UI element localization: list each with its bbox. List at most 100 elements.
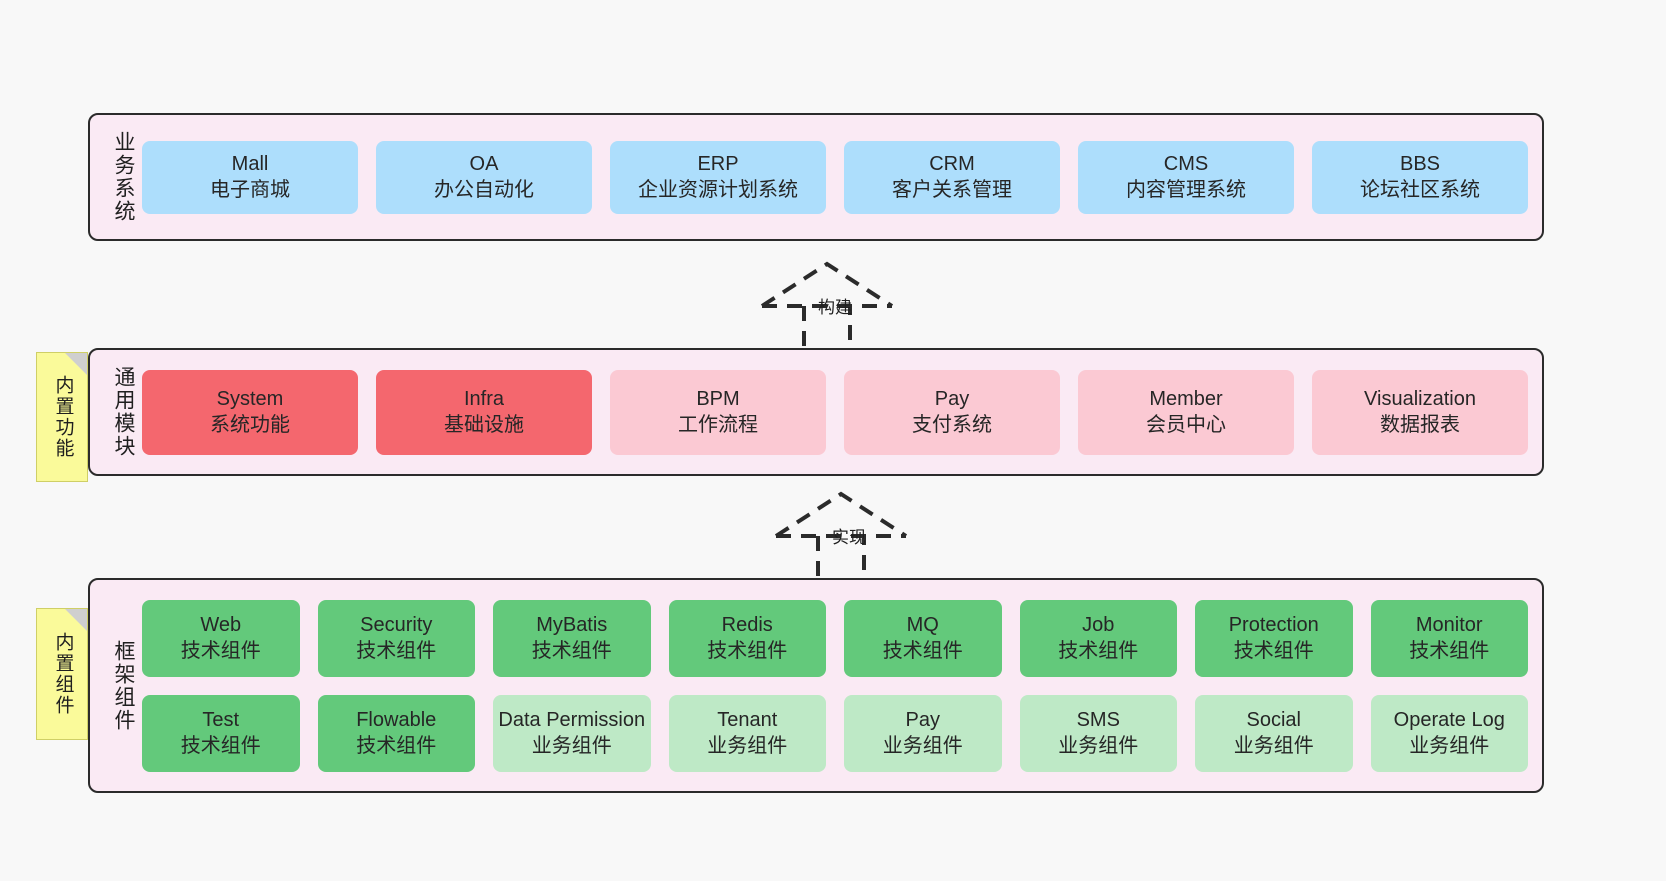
card-bbs[interactable]: BBS 论坛社区系统 — [1312, 140, 1528, 214]
card-job[interactable]: Job 技术组件 — [1019, 599, 1177, 677]
card-crm-name: CRM — [929, 152, 975, 175]
card-cms-desc: 内容管理系统 — [1126, 179, 1246, 201]
card-crm[interactable]: CRM 客户关系管理 — [844, 140, 1060, 214]
card-bpm-desc: 工作流程 — [678, 414, 758, 436]
business-cards-wrap: Mall 电子商城 OA 办公自动化 ERP 企业资源计划系统 CRM 客户关系… — [138, 115, 1542, 239]
card-mall[interactable]: Mall 电子商城 — [142, 140, 358, 214]
card-pay-component[interactable]: Pay 业务组件 — [844, 694, 1002, 772]
card-job-name: Job — [1082, 613, 1115, 636]
card-flowable-desc: 技术组件 — [356, 735, 437, 757]
card-pay-module-desc: 支付系统 — [912, 414, 992, 436]
card-erp-name: ERP — [697, 152, 739, 175]
layer-common-module: 通用模块 System 系统功能 Infra 基础设施 BPM 工作流程 Pay… — [88, 348, 1544, 476]
card-erp-desc: 企业资源计划系统 — [638, 179, 798, 201]
card-mall-name: Mall — [231, 152, 269, 175]
card-sms-name: SMS — [1076, 708, 1120, 731]
card-security[interactable]: Security 技术组件 — [317, 599, 475, 677]
card-tenant-name: Tenant — [717, 708, 778, 731]
layer-business-system: 业务系统 Mall 电子商城 OA 办公自动化 ERP 企业资源计划系统 CRM… — [88, 113, 1544, 241]
card-data-permission-name: Data Permission — [498, 708, 646, 731]
connector-build-label: 构建 — [818, 298, 852, 317]
card-visualization-desc: 数据报表 — [1380, 414, 1460, 436]
card-monitor-name: Monitor — [1415, 613, 1483, 636]
card-cms-name: CMS — [1163, 152, 1209, 175]
card-job-desc: 技术组件 — [1058, 640, 1139, 662]
card-bpm-name: BPM — [696, 387, 740, 410]
note-builtin-component: 内置组件 — [36, 608, 88, 740]
card-mq[interactable]: MQ 技术组件 — [844, 599, 1002, 677]
card-tenant[interactable]: Tenant 业务组件 — [668, 694, 826, 772]
layer-title-common-module: 通用模块 — [112, 366, 135, 458]
card-protection[interactable]: Protection 技术组件 — [1195, 599, 1353, 677]
card-infra-name: Infra — [463, 387, 505, 410]
card-crm-desc: 客户关系管理 — [892, 179, 1012, 201]
card-monitor[interactable]: Monitor 技术组件 — [1370, 599, 1528, 677]
card-bbs-name: BBS — [1399, 152, 1441, 175]
card-operate-log-desc: 业务组件 — [1409, 735, 1490, 757]
card-test-desc: 技术组件 — [180, 735, 261, 757]
card-protection-name: Protection — [1228, 613, 1319, 636]
card-oa[interactable]: OA 办公自动化 — [376, 140, 592, 214]
card-operate-log[interactable]: Operate Log 业务组件 — [1370, 694, 1528, 772]
card-flowable-name: Flowable — [356, 708, 437, 731]
card-web[interactable]: Web 技术组件 — [142, 599, 300, 677]
layer-framework-component: 框架组件 Web 技术组件 Security 技术组件 MyBatis 技术组件… — [88, 578, 1544, 793]
card-pay-module[interactable]: Pay 支付系统 — [844, 369, 1060, 455]
card-sms[interactable]: SMS 业务组件 — [1019, 694, 1177, 772]
card-redis[interactable]: Redis 技术组件 — [668, 599, 826, 677]
card-test[interactable]: Test 技术组件 — [142, 694, 300, 772]
card-security-name: Security — [360, 613, 433, 636]
card-redis-desc: 技术组件 — [707, 640, 788, 662]
card-web-desc: 技术组件 — [180, 640, 261, 662]
card-visualization[interactable]: Visualization 数据报表 — [1312, 369, 1528, 455]
note-builtin-function: 内置功能 — [36, 352, 88, 482]
card-data-permission[interactable]: Data Permission 业务组件 — [493, 694, 651, 772]
business-card-row: Mall 电子商城 OA 办公自动化 ERP 企业资源计划系统 CRM 客户关系… — [142, 140, 1528, 214]
card-operate-log-name: Operate Log — [1393, 708, 1505, 731]
card-member[interactable]: Member 会员中心 — [1078, 369, 1294, 455]
card-test-name: Test — [202, 708, 240, 731]
card-member-name: Member — [1149, 387, 1223, 410]
card-sms-desc: 业务组件 — [1058, 735, 1139, 757]
card-mybatis-desc: 技术组件 — [531, 640, 612, 662]
note-builtin-component-label: 内置组件 — [52, 632, 74, 716]
card-mybatis-name: MyBatis — [536, 613, 608, 636]
framework-cards-wrap: Web 技术组件 Security 技术组件 MyBatis 技术组件 Redi… — [138, 580, 1542, 791]
card-social[interactable]: Social 业务组件 — [1195, 694, 1353, 772]
common-card-row: System 系统功能 Infra 基础设施 BPM 工作流程 Pay 支付系统… — [142, 369, 1528, 455]
card-mq-name: MQ — [906, 613, 939, 636]
card-oa-desc: 办公自动化 — [434, 179, 534, 201]
card-redis-name: Redis — [721, 613, 773, 636]
card-system-name: System — [216, 387, 284, 410]
connector-implement-label: 实现 — [832, 528, 866, 547]
card-tenant-desc: 业务组件 — [707, 735, 788, 757]
card-cms[interactable]: CMS 内容管理系统 — [1078, 140, 1294, 214]
layer-title-framework-component: 框架组件 — [112, 639, 135, 732]
card-system[interactable]: System 系统功能 — [142, 369, 358, 455]
card-flowable[interactable]: Flowable 技术组件 — [317, 694, 475, 772]
card-social-name: Social — [1246, 708, 1301, 731]
card-web-name: Web — [200, 613, 242, 636]
card-security-desc: 技术组件 — [356, 640, 437, 662]
framework-card-row-biz: Test 技术组件 Flowable 技术组件 Data Permission … — [142, 694, 1528, 772]
card-infra[interactable]: Infra 基础设施 — [376, 369, 592, 455]
card-pay-component-desc: 业务组件 — [882, 735, 963, 757]
card-infra-desc: 基础设施 — [444, 414, 524, 436]
card-erp[interactable]: ERP 企业资源计划系统 — [610, 140, 826, 214]
note-builtin-function-label: 内置功能 — [52, 375, 74, 459]
connector-build: 构建 — [752, 258, 932, 350]
card-data-permission-desc: 业务组件 — [531, 735, 612, 757]
card-system-desc: 系统功能 — [210, 414, 290, 436]
card-social-desc: 业务组件 — [1233, 735, 1314, 757]
common-cards-wrap: System 系统功能 Infra 基础设施 BPM 工作流程 Pay 支付系统… — [138, 350, 1542, 474]
card-pay-module-name: Pay — [934, 387, 970, 410]
card-bpm[interactable]: BPM 工作流程 — [610, 369, 826, 455]
connector-implement: 实现 — [766, 488, 946, 580]
note-fold-icon — [65, 353, 87, 375]
card-mq-desc: 技术组件 — [882, 640, 963, 662]
note-fold-icon — [65, 609, 87, 631]
card-monitor-desc: 技术组件 — [1409, 640, 1490, 662]
layer-title-business-system: 业务系统 — [112, 131, 135, 223]
card-mybatis[interactable]: MyBatis 技术组件 — [493, 599, 651, 677]
